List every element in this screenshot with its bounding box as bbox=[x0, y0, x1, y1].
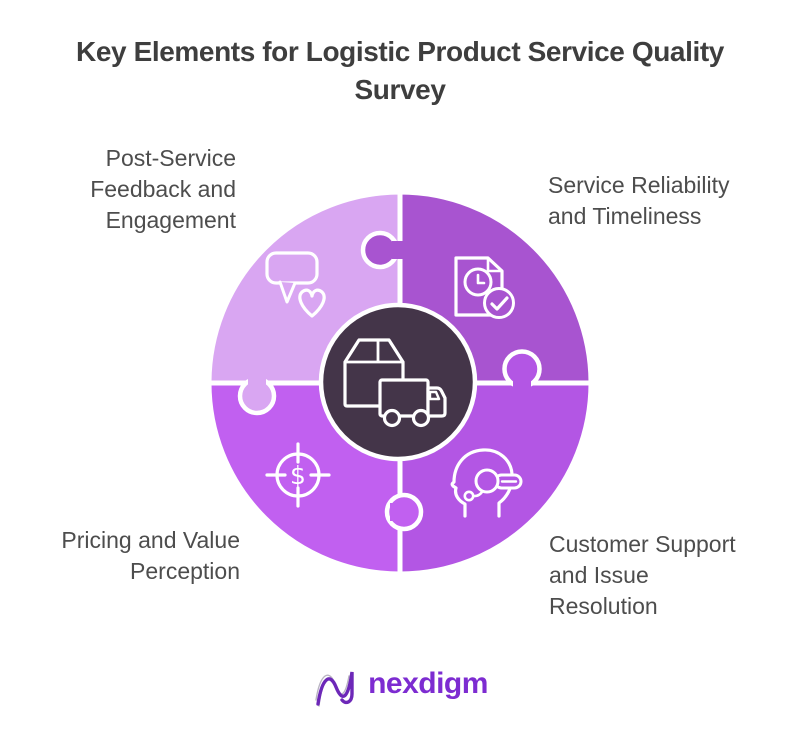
puzzle-tab-bottom bbox=[384, 492, 424, 532]
page-title-line1: Key Elements for Logistic Product Servic… bbox=[76, 36, 724, 67]
label-post-service-feedback: Post-Service Feedback and Engagement bbox=[90, 145, 236, 233]
document-clock-check-icon bbox=[454, 256, 515, 319]
nexdigm-logo-icon bbox=[315, 671, 354, 707]
page-title-line2: Survey bbox=[354, 74, 446, 105]
label-customer-support: Customer Support and Issue Resolution bbox=[549, 531, 736, 619]
label-pricing-value: Pricing and Value Perception bbox=[61, 527, 240, 584]
chat-heart-icon bbox=[265, 251, 326, 318]
support-agent-icon bbox=[450, 448, 523, 518]
puzzle-tab-top bbox=[360, 230, 408, 270]
puzzle-tab-right bbox=[502, 349, 542, 394]
dollar-target-icon: $ bbox=[265, 442, 331, 508]
dollar-glyph: $ bbox=[290, 461, 306, 490]
page-title: Key Elements for Logistic Product Servic… bbox=[0, 33, 800, 109]
nexdigm-logo-text: nexdigm bbox=[368, 667, 488, 700]
nexdigm-logo: nexdigm bbox=[0, 660, 800, 712]
label-service-reliability: Service Reliability and Timeliness bbox=[548, 172, 730, 229]
puzzle-tab-left bbox=[237, 374, 277, 416]
package-truck-icon bbox=[343, 338, 447, 428]
